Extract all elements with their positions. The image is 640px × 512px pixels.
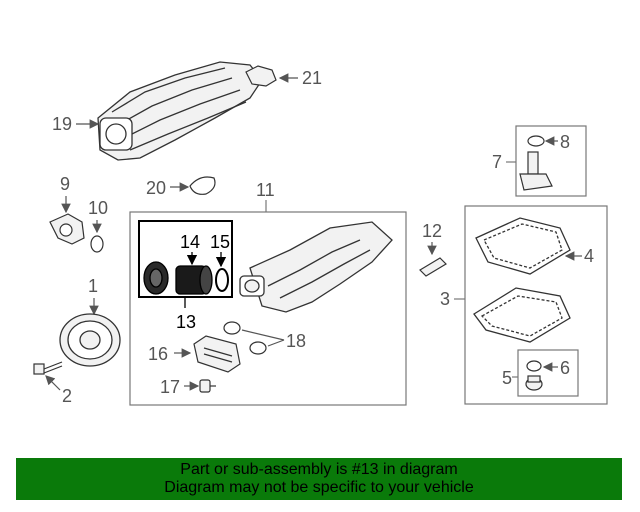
oil-level-sensor[interactable] <box>519 151 553 191</box>
callout-6: 6 <box>560 358 570 378</box>
callout-7: 7 <box>492 152 502 172</box>
oil-filter-element[interactable] <box>175 265 213 295</box>
oil-cooler[interactable] <box>193 335 241 373</box>
callout-14: 14 <box>180 232 200 252</box>
crankshaft-pulley[interactable] <box>59 313 121 367</box>
callout-15: 15 <box>210 232 230 252</box>
callout-20: 20 <box>146 178 166 198</box>
callout-10: 10 <box>88 198 108 218</box>
gasket-18[interactable] <box>223 321 267 355</box>
callout-1: 1 <box>88 276 98 296</box>
callout-4: 4 <box>584 246 594 266</box>
pan-gasket-lower[interactable] <box>473 287 571 343</box>
group-box-3 <box>464 205 608 405</box>
callout-18: 18 <box>286 331 306 351</box>
callout-19: 19 <box>52 114 72 134</box>
sensor-17[interactable] <box>199 379 216 393</box>
callout-11: 11 <box>256 180 275 200</box>
banner-line-1: Part or sub-assembly is #13 in diagram <box>180 461 458 478</box>
banner-line-2: Diagram may not be specific to your vehi… <box>164 479 474 496</box>
intake-manifold[interactable] <box>97 61 263 161</box>
group-box-11 <box>129 211 407 406</box>
callout-17: 17 <box>160 377 180 397</box>
oil-pan[interactable] <box>239 221 393 313</box>
callout-16: 16 <box>148 344 168 364</box>
oil-filter-housing[interactable] <box>143 261 169 295</box>
seal-10[interactable] <box>90 235 104 253</box>
callout-21: 21 <box>302 68 322 88</box>
callout-13: 13 <box>176 312 196 332</box>
o-ring-15[interactable] <box>215 268 229 292</box>
thermostat-housing[interactable] <box>49 213 85 245</box>
parts-diagram: 19 21 20 9 10 1 2 11 <box>33 61 608 406</box>
gasket-20[interactable] <box>189 176 216 195</box>
callout-12: 12 <box>422 221 442 241</box>
callout-2: 2 <box>62 386 72 406</box>
callout-8: 8 <box>560 132 570 152</box>
sensor-21[interactable] <box>245 65 277 87</box>
sealant-tube[interactable] <box>419 257 447 277</box>
dipstick-seal[interactable] <box>527 135 545 147</box>
group-box-7 <box>515 125 587 197</box>
info-banner: Part or sub-assembly is #13 in diagram D… <box>16 458 622 500</box>
callout-5: 5 <box>502 368 512 388</box>
pan-gasket-4[interactable] <box>475 217 571 275</box>
group-box-5 <box>517 349 579 397</box>
callout-9: 9 <box>60 174 70 194</box>
drain-plug-washer[interactable] <box>526 360 542 372</box>
callout-3: 3 <box>440 289 450 309</box>
drain-plug[interactable] <box>525 375 543 391</box>
bolt-2[interactable] <box>33 361 63 375</box>
